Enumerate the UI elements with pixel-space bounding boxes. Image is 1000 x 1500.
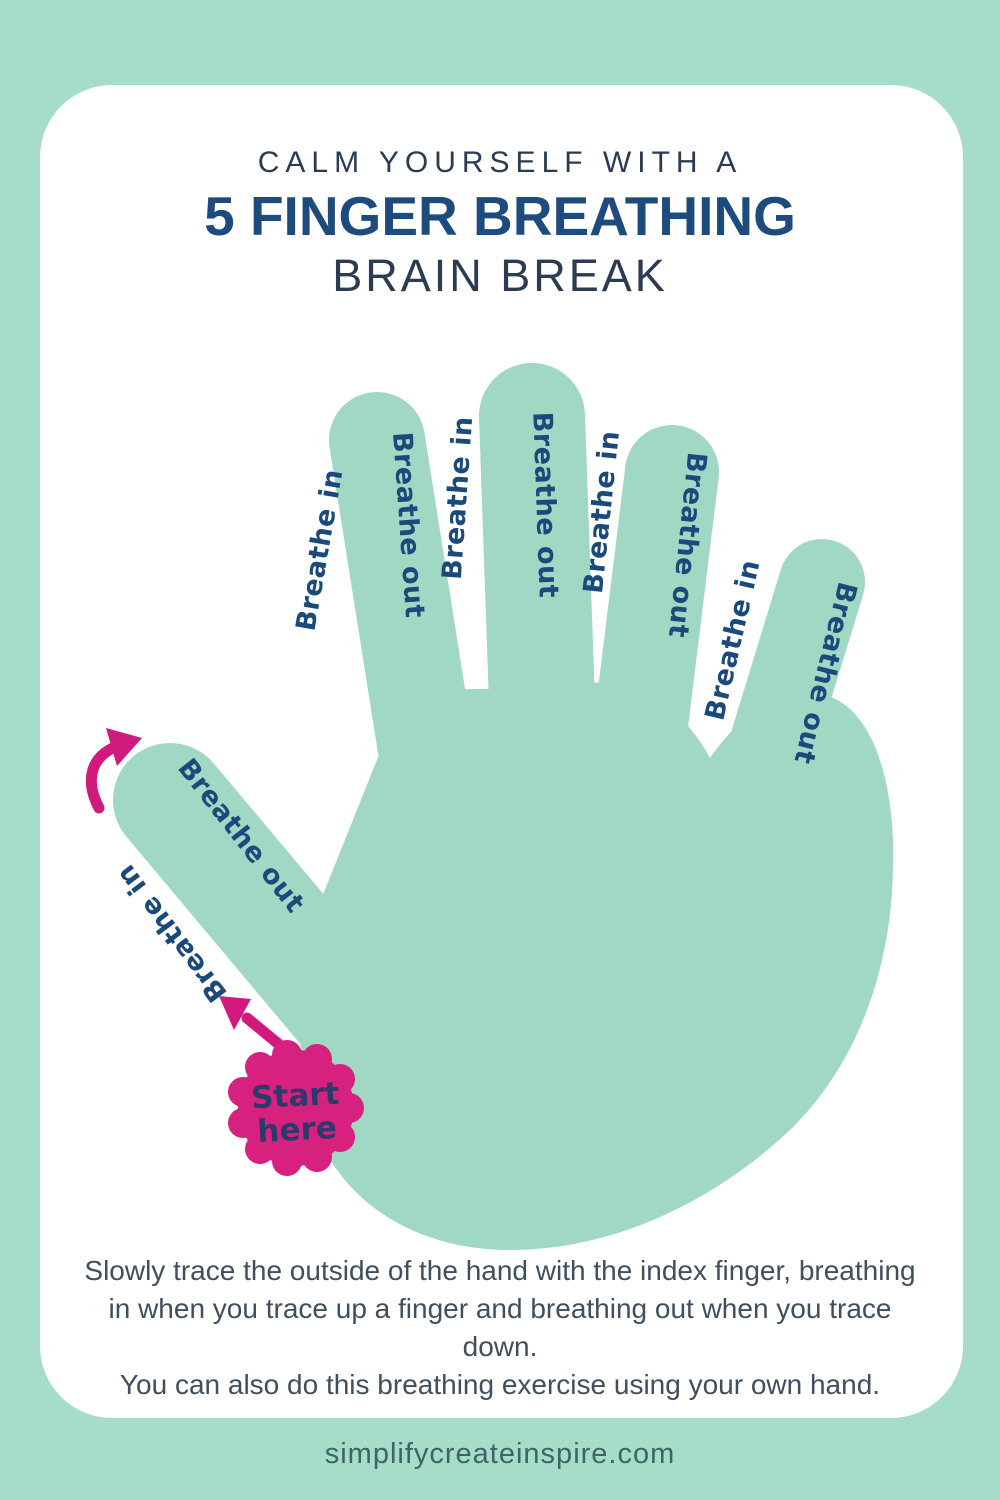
instruction-line: down.	[462, 1331, 538, 1362]
badge-label-line2: here	[256, 1110, 337, 1150]
curved-arrow-icon	[85, 741, 121, 814]
poster-title: 5 FINGER BREATHING	[204, 185, 796, 247]
footer-url: simplifycreateinspire.com	[324, 1438, 676, 1470]
instruction-line: You can also do this breathing exercise …	[119, 1369, 881, 1400]
instruction-line: Slowly trace the outside of the hand wit…	[84, 1255, 916, 1286]
straight-arrow-head-icon	[219, 996, 251, 1030]
finger-label-middle-up: Breathe in	[437, 415, 479, 581]
curved-arrow-head-icon	[106, 728, 142, 766]
palm-shape	[296, 682, 894, 1250]
finger-label-middle-down: Breathe out	[526, 411, 563, 598]
finger-label-index-up: Breathe in	[291, 467, 350, 634]
start-here-badge: Start here	[228, 1040, 364, 1176]
badge-scallop-shape	[228, 1040, 364, 1176]
badge-label-line1: Start	[250, 1076, 340, 1117]
hand-shape	[112, 362, 894, 1250]
eyebrow-text: CALM YOURSELF WITH A	[257, 146, 743, 179]
poster-subtitle: BRAIN BREAK	[332, 250, 668, 301]
instruction-line: in when you trace up a finger and breath…	[108, 1293, 892, 1324]
instructions-text: Slowly trace the outside of the hand wit…	[60, 1252, 940, 1404]
